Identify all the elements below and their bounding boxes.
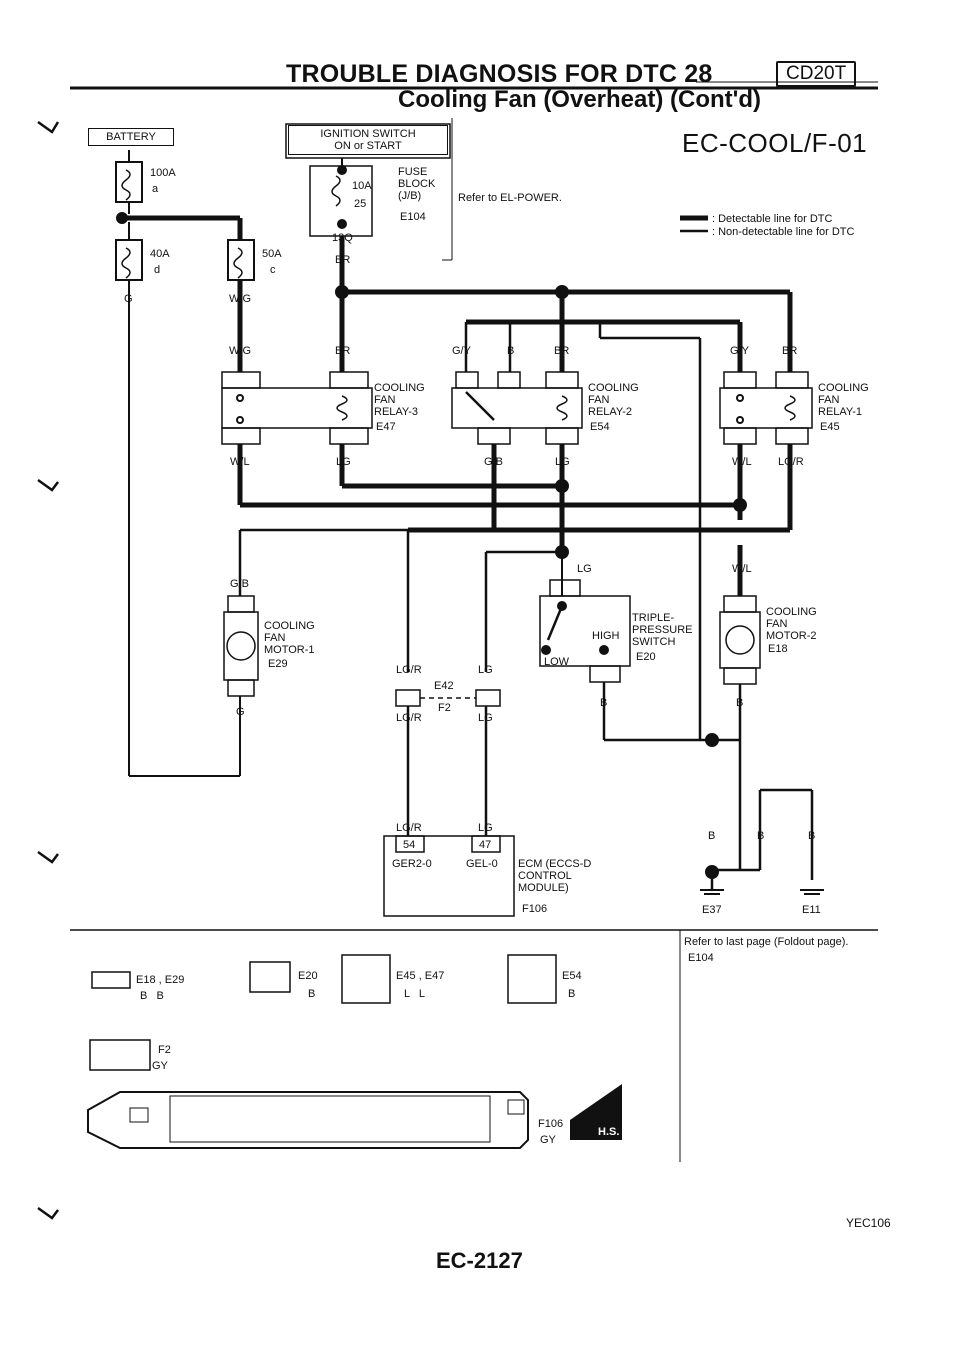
relay1-label: COOLING FAN RELAY-1 [818, 382, 869, 418]
fuse-c-label: c [270, 264, 276, 276]
ground-e37: E37 [702, 904, 722, 916]
fuse-40a-label: 40A [150, 248, 170, 260]
low-label: LOW [544, 656, 570, 668]
conn-e45-e47-color: L L [404, 988, 425, 1000]
conn-f106-color: GY [540, 1134, 556, 1146]
engine-code-badge: CD20T [776, 61, 857, 87]
wire-g-label: G [124, 293, 133, 305]
conn-e18-e29-color: B B [140, 990, 164, 1002]
conn-13q-label: 13Q [332, 232, 353, 244]
wire-b3-label: B [736, 697, 744, 709]
wire-wg2-label: W/G [229, 345, 251, 357]
wire-lg-label: LG [336, 456, 351, 468]
watermark: carmanualsonline.info [780, 1336, 907, 1351]
conn-e54: E54 [562, 970, 582, 982]
wire-br2-label: BR [335, 345, 351, 357]
ecm-label: ECM (ECCS-D CONTROL MODULE) [518, 858, 592, 894]
relay3-conn: E47 [376, 421, 396, 433]
e42-label: E42 [434, 680, 454, 692]
wire-lgr4-label: LG/R [396, 822, 422, 834]
wire-br4-label: BR [782, 345, 798, 357]
fuse-e104-label: E104 [400, 211, 426, 223]
wire-wl-label: W/L [230, 456, 250, 468]
ecm-gel: GEL-0 [466, 858, 498, 870]
wire-lg6-label: LG [478, 822, 493, 834]
fuse-d-label: d [154, 264, 161, 276]
pressure-switch-label: TRIPLE- PRESSURE SWITCH [632, 612, 693, 648]
wire-lg4-label: LG [478, 664, 493, 676]
wire-lg2-label: LG [555, 456, 570, 468]
wire-b6-label: B [808, 830, 816, 842]
conn-e20: E20 [298, 970, 318, 982]
refer-last-page: Refer to last page (Foldout page). [684, 936, 849, 948]
wire-gb2-label: G/B [230, 578, 249, 590]
ecm-pin54: 54 [403, 839, 416, 851]
pressure-switch-conn: E20 [636, 651, 656, 663]
wire-lg5-label: LG [478, 712, 493, 724]
relay1-conn: E45 [820, 421, 840, 433]
fuse-block-label: FUSE BLOCK (J/B) [398, 166, 436, 202]
wire-b-label: B [507, 345, 515, 357]
relay3-label: COOLING FAN RELAY-3 [374, 382, 425, 418]
high-label: HIGH [592, 630, 620, 642]
page-number: EC-2127 [436, 1248, 523, 1273]
hs-badge-icon [570, 1084, 622, 1140]
figure-id: YEC106 [846, 1216, 891, 1230]
conn-f2-color: GY [152, 1060, 168, 1072]
ignition-switch-label: IGNITION SWITCH ON or START [288, 125, 448, 155]
conn-e54-color: B [568, 988, 576, 1000]
wire-gy-label: G/Y [452, 345, 471, 357]
diagram-id: EC-COOL/F-01 [682, 128, 868, 158]
wire-b5-label: B [757, 830, 765, 842]
conn-e45-e47: E45 , E47 [396, 970, 445, 982]
fuse-25-label: 25 [354, 198, 367, 210]
wire-lgr3-label: LG/R [396, 712, 422, 724]
fuse-a-label: a [152, 183, 159, 195]
motor2-label: COOLING FAN MOTOR-2 [766, 606, 817, 642]
wire-lgr-label: LG/R [778, 456, 804, 468]
conn-e18-e29: E18 , E29 [136, 974, 185, 986]
ecm-conn: F106 [522, 903, 548, 915]
wire-gb-label: G/B [484, 456, 503, 468]
legend-detectable: : Detectable line for DTC [712, 213, 833, 225]
legend-nondetectable: : Non-detectable line for DTC [712, 226, 855, 238]
fuse-50a-label: 50A [262, 248, 282, 260]
wire-b4-label: B [708, 830, 716, 842]
refer-el-power: Refer to EL-POWER. [458, 192, 562, 204]
wire-wg-label: W/G [229, 293, 251, 305]
ecm-ger: GER2-0 [392, 858, 432, 870]
wire-gy2-label: G/Y [730, 345, 749, 357]
hs-badge-text: H.S. [598, 1126, 620, 1138]
wire-wl2-label: W/L [732, 456, 752, 468]
page-title: TROUBLE DIAGNOSIS FOR DTC 28 [286, 60, 713, 88]
conn-f2: F2 [158, 1044, 171, 1056]
fuse-100a-label: 100A [150, 167, 176, 179]
page-subtitle: Cooling Fan (Overheat) (Cont'd) [398, 86, 762, 113]
wire-lg3-label: LG [577, 563, 592, 575]
wire-b2-label: B [600, 697, 608, 709]
f2-label: F2 [438, 702, 451, 714]
wire-g2-label: G [236, 706, 245, 718]
wire-wl3-label: W/L [732, 563, 752, 575]
motor1-conn: E29 [268, 658, 288, 670]
battery-label: BATTERY [88, 128, 174, 146]
relay2-conn: E54 [590, 421, 610, 433]
refer-last-conn: E104 [688, 952, 714, 964]
conn-e20-color: B [308, 988, 316, 1000]
fuse-10a-label: 10A [352, 180, 372, 192]
wire-lgr2-label: LG/R [396, 664, 422, 676]
ground-e11: E11 [802, 904, 821, 916]
relay2-label: COOLING FAN RELAY-2 [588, 382, 639, 418]
motor1-label: COOLING FAN MOTOR-1 [264, 620, 315, 656]
wire-br-label: BR [335, 254, 351, 266]
wire-br3-label: BR [554, 345, 570, 357]
conn-f106: F106 [538, 1118, 564, 1130]
ecm-pin47: 47 [479, 839, 492, 851]
motor2-conn: E18 [768, 643, 788, 655]
